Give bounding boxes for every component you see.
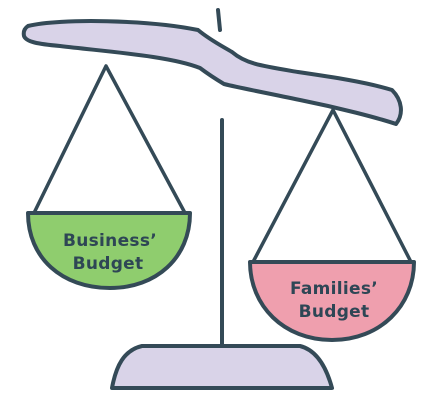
left-pan xyxy=(26,211,192,290)
scale-pin xyxy=(216,8,222,32)
right-pan-label-line1: Families’ xyxy=(290,279,378,299)
scale-base xyxy=(110,344,334,390)
right-pan-strings xyxy=(251,108,413,263)
left-pan-strings xyxy=(32,64,187,214)
left-pan-label-line2: Budget xyxy=(73,254,144,274)
left-pan-label-line1: Business’ xyxy=(63,231,157,251)
right-pan-label-line2: Budget xyxy=(299,302,370,322)
scale-beam xyxy=(21,19,403,126)
right-pan xyxy=(248,260,416,342)
